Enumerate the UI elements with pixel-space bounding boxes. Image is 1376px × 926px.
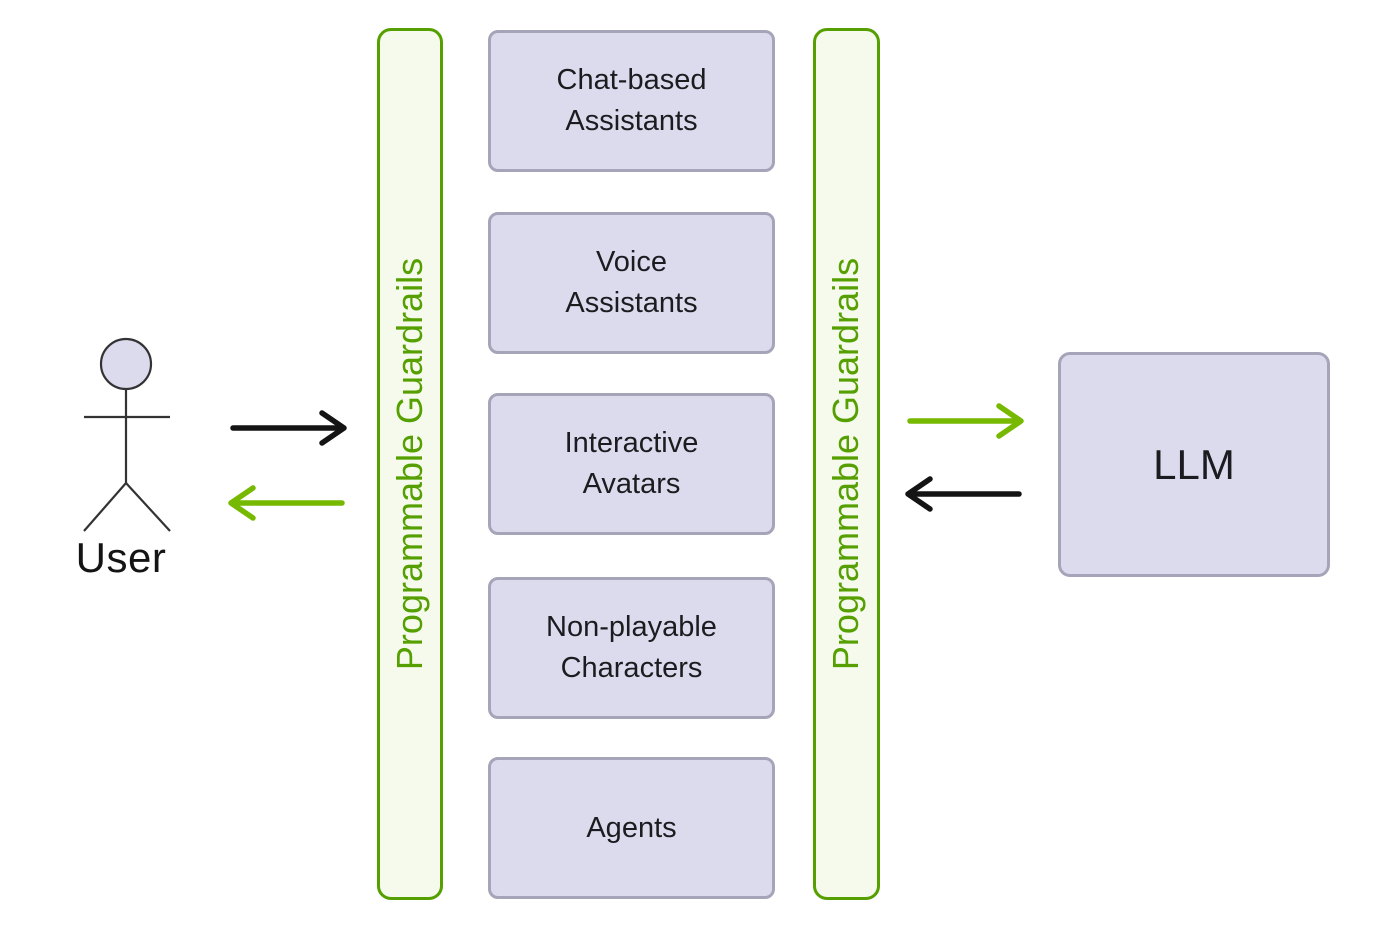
app-box-voice-assistants: Voice Assistants — [488, 212, 775, 354]
arrow-user-to-guardrails — [230, 410, 347, 446]
arrow-llm-to-guardrails — [905, 476, 1022, 512]
guardrail-left-label: Programmable Guardrails — [389, 257, 430, 671]
guardrail-bar-right: Programmable Guardrails — [813, 28, 880, 900]
app-box-label: Chat-based Assistants — [556, 64, 707, 137]
guardrail-bar-left: Programmable Guardrails — [377, 28, 443, 900]
app-box-label: Agents — [586, 811, 677, 844]
llm-box: LLM — [1058, 352, 1330, 577]
arrow-guardrails-to-llm — [907, 403, 1024, 439]
user-icon — [83, 337, 171, 532]
llm-label: LLM — [1153, 440, 1235, 488]
app-box-non-playable-characters: Non-playable Characters — [488, 577, 775, 719]
app-box-interactive-avatars: Interactive Avatars — [488, 393, 775, 535]
user-label: User — [75, 534, 167, 581]
app-box-label: Non-playable Characters — [546, 611, 717, 684]
app-box-label: Interactive Avatars — [564, 427, 699, 500]
app-box-chat-assistants: Chat-based Assistants — [488, 30, 775, 172]
app-box-agents: Agents — [488, 757, 775, 899]
app-box-label: Voice Assistants — [565, 246, 698, 319]
arrow-guardrails-to-user — [228, 485, 345, 521]
guardrail-right-label: Programmable Guardrails — [825, 257, 867, 671]
